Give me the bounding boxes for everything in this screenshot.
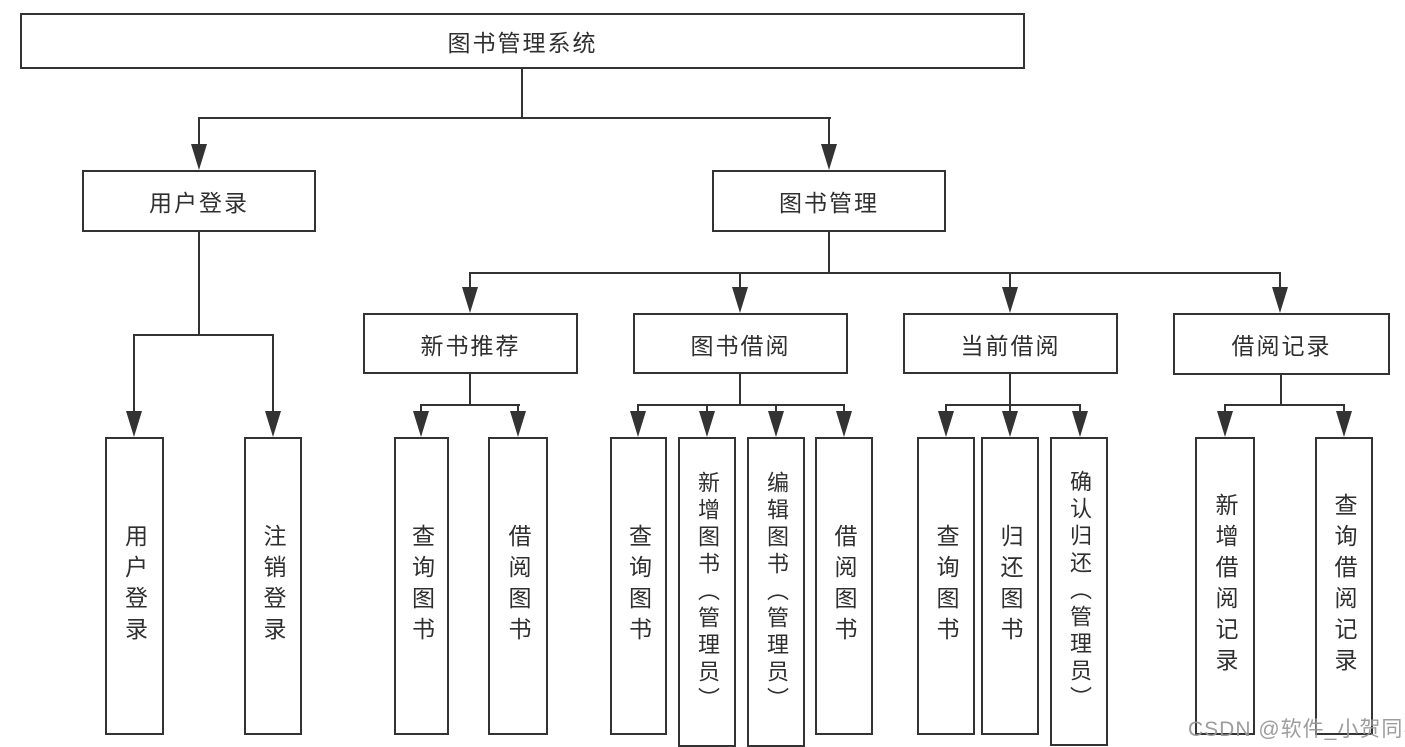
connector-line (828, 232, 830, 274)
node-book-borrow: 图书借阅 (633, 313, 848, 374)
leaf-query-books-recommend: 查询图书 (394, 437, 449, 735)
connector-line (272, 334, 274, 426)
node-borrow-records: 借阅记录 (1173, 313, 1390, 375)
leaf-label: 借阅图书 (505, 524, 531, 648)
arrowhead-icon (836, 411, 852, 437)
connector-line (828, 117, 830, 157)
connector-line (133, 334, 274, 336)
arrowhead-icon (699, 411, 715, 437)
leaf-logout: 注销登录 (244, 437, 302, 735)
leaf-query-books-borrow: 查询图书 (610, 437, 667, 735)
leaf-label: 确认归还（管理员） (1067, 470, 1092, 713)
leaf-add-book-admin: 新增图书（管理员） (678, 437, 736, 747)
node-user-login: 用户登录 (82, 170, 316, 232)
arrowhead-icon (126, 411, 142, 437)
leaf-borrow-books-recommend: 借阅图书 (488, 437, 548, 735)
leaf-edit-book-admin: 编辑图书（管理员） (747, 437, 805, 747)
arrowhead-icon (732, 287, 748, 313)
arrowhead-icon (1217, 411, 1233, 437)
connector-line (945, 404, 1081, 406)
connector-line (198, 232, 200, 336)
node-label: 新书推荐 (420, 332, 521, 359)
leaf-label: 注销登录 (260, 524, 286, 648)
leaf-user-login: 用户登录 (105, 437, 164, 735)
leaf-label: 用户登录 (121, 524, 148, 648)
node-book-management: 图书管理 (712, 170, 946, 232)
arrowhead-icon (413, 411, 429, 437)
leaf-return-book: 归还图书 (981, 437, 1039, 735)
leaf-add-borrow-record: 新增借阅记录 (1195, 437, 1255, 735)
arrowhead-icon (1072, 411, 1088, 437)
connector-line (1224, 404, 1345, 406)
arrowhead-icon (462, 287, 478, 313)
leaf-label: 新增图书（管理员） (695, 470, 720, 714)
leaf-label: 编辑图书（管理员） (764, 470, 789, 714)
node-label: 用户登录 (149, 190, 249, 216)
node-label: 图书管理 (779, 190, 879, 216)
arrowhead-icon (1002, 287, 1018, 313)
arrowhead-icon (1272, 287, 1288, 313)
node-current-borrow: 当前借阅 (903, 313, 1118, 374)
connector-line (469, 272, 1281, 274)
arrowhead-icon (821, 144, 837, 170)
leaf-label: 查询图书 (933, 524, 959, 648)
connector-line (198, 117, 200, 157)
leaf-label: 查询图书 (625, 524, 652, 648)
connector-line (469, 374, 471, 406)
node-library-management-system: 图书管理系统 (20, 13, 1025, 69)
csdn-watermark: CSDN @软件_小贺同学 (1188, 718, 1405, 741)
node-label: 图书管理系统 (447, 30, 598, 56)
connector-line (637, 404, 845, 406)
leaf-borrow-books: 借阅图书 (815, 437, 873, 735)
connector-line (133, 334, 135, 426)
connector-line (739, 374, 741, 406)
leaf-label: 归还图书 (997, 524, 1023, 648)
leaf-query-borrow-record: 查询借阅记录 (1315, 437, 1373, 735)
arrowhead-icon (1002, 411, 1018, 437)
leaf-label: 新增借阅记录 (1212, 493, 1238, 679)
arrowhead-icon (768, 411, 784, 437)
connector-line (1280, 374, 1282, 406)
leaf-label: 查询图书 (408, 524, 435, 648)
arrowhead-icon (938, 411, 954, 437)
connector-line (198, 117, 831, 119)
leaf-label: 查询借阅记录 (1331, 493, 1357, 679)
connector-line (420, 404, 520, 406)
arrowhead-icon (510, 411, 526, 437)
node-label: 当前借阅 (960, 332, 1061, 359)
leaf-confirm-return-admin: 确认归还（管理员） (1050, 437, 1108, 746)
leaf-query-books-current: 查询图书 (917, 437, 975, 735)
arrowhead-icon (191, 144, 207, 170)
node-new-book-recommend: 新书推荐 (363, 313, 578, 374)
node-label: 借阅记录 (1231, 333, 1332, 359)
node-label: 图书借阅 (690, 332, 791, 359)
leaf-label: 借阅图书 (831, 524, 857, 648)
arrowhead-icon (265, 411, 281, 437)
arrowhead-icon (1336, 411, 1352, 437)
connector-line (1009, 374, 1011, 406)
connector-line (521, 69, 523, 118)
arrowhead-icon (630, 411, 646, 437)
